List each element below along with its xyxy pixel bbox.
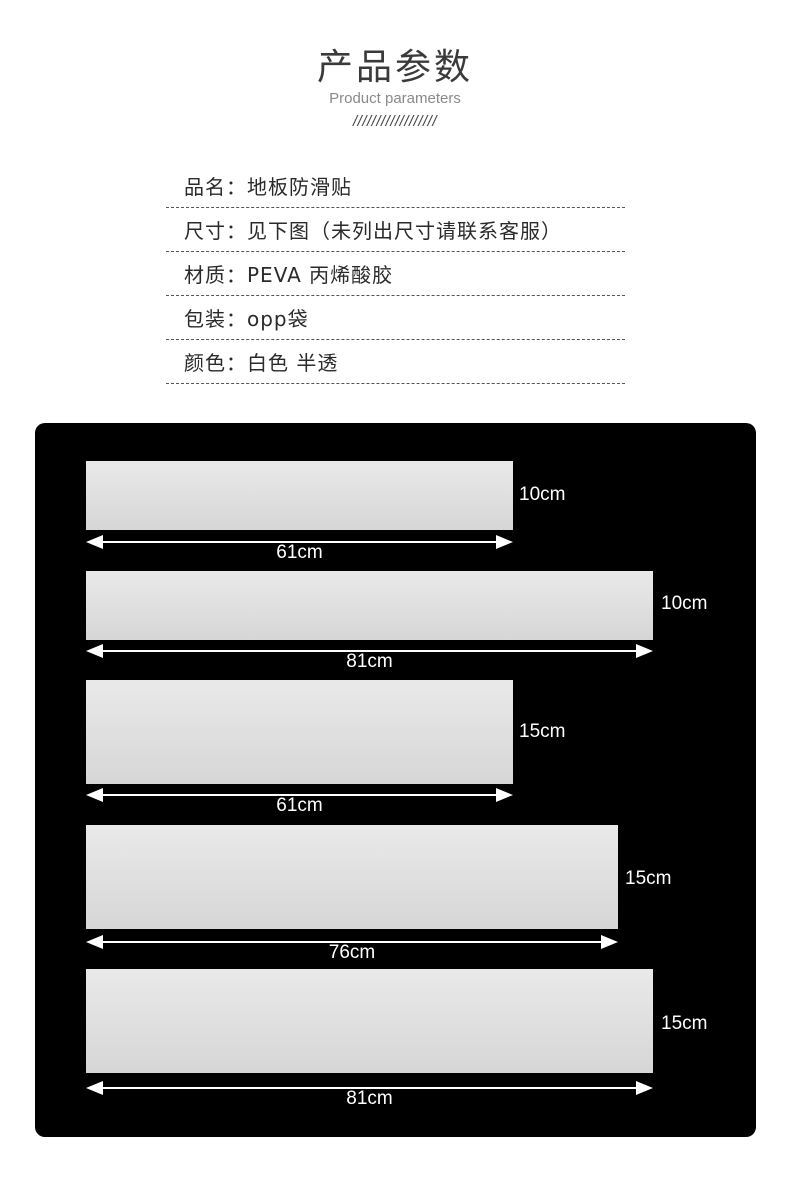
width-label: 76cm	[328, 942, 376, 963]
size-strip-61x15	[86, 680, 513, 784]
height-label: 10cm	[661, 593, 708, 614]
page-subtitle: Product parameters	[329, 90, 461, 107]
param-label: 材质：	[184, 263, 247, 287]
width-arrow-icon	[86, 535, 513, 549]
param-value: PEVA 丙烯酸胶	[247, 263, 394, 287]
width-label: 61cm	[276, 542, 323, 563]
width-arrow-icon	[86, 788, 513, 802]
params-list: 品名： 地板防滑贴 尺寸： 见下图（未列出尺寸请联系客服） 材质： PEVA 丙…	[166, 164, 625, 384]
width-arrow-icon	[86, 644, 653, 658]
param-row-packaging: 包装： opp袋	[166, 296, 625, 340]
param-value: 白色 半透	[247, 351, 339, 375]
param-value: 见下图（未列出尺寸请联系客服）	[247, 219, 562, 243]
param-value: 地板防滑贴	[247, 175, 352, 199]
size-strip-61x10	[86, 461, 513, 530]
width-label: 61cm	[276, 795, 323, 816]
width-arrow-icon	[86, 1081, 653, 1095]
height-label: 15cm	[625, 868, 672, 889]
width-label: 81cm	[346, 1088, 393, 1109]
param-row-material: 材质： PEVA 丙烯酸胶	[166, 252, 625, 296]
size-diagram-panel: 10cm 61cm 10cm 81cm 15cm 61cm 15cm 76cm …	[35, 423, 756, 1137]
param-label: 品名：	[184, 175, 247, 199]
param-row-name: 品名： 地板防滑贴	[166, 164, 625, 208]
size-strip-76x15	[86, 825, 618, 929]
width-label: 81cm	[346, 651, 393, 672]
param-value: opp袋	[247, 307, 309, 331]
param-label: 尺寸：	[184, 219, 247, 243]
height-label: 15cm	[519, 721, 566, 742]
param-row-size: 尺寸： 见下图（未列出尺寸请联系客服）	[166, 208, 625, 252]
slash-divider: //////////////////	[352, 113, 437, 130]
param-label: 颜色：	[184, 351, 247, 375]
height-label: 10cm	[519, 484, 566, 505]
param-label: 包装：	[184, 307, 247, 331]
page-title: 产品参数	[316, 47, 473, 88]
param-row-color: 颜色： 白色 半透	[166, 340, 625, 384]
size-strip-81x15	[86, 969, 653, 1073]
size-strip-81x10	[86, 571, 653, 640]
width-arrow-icon	[86, 935, 618, 949]
height-label: 15cm	[661, 1013, 708, 1034]
